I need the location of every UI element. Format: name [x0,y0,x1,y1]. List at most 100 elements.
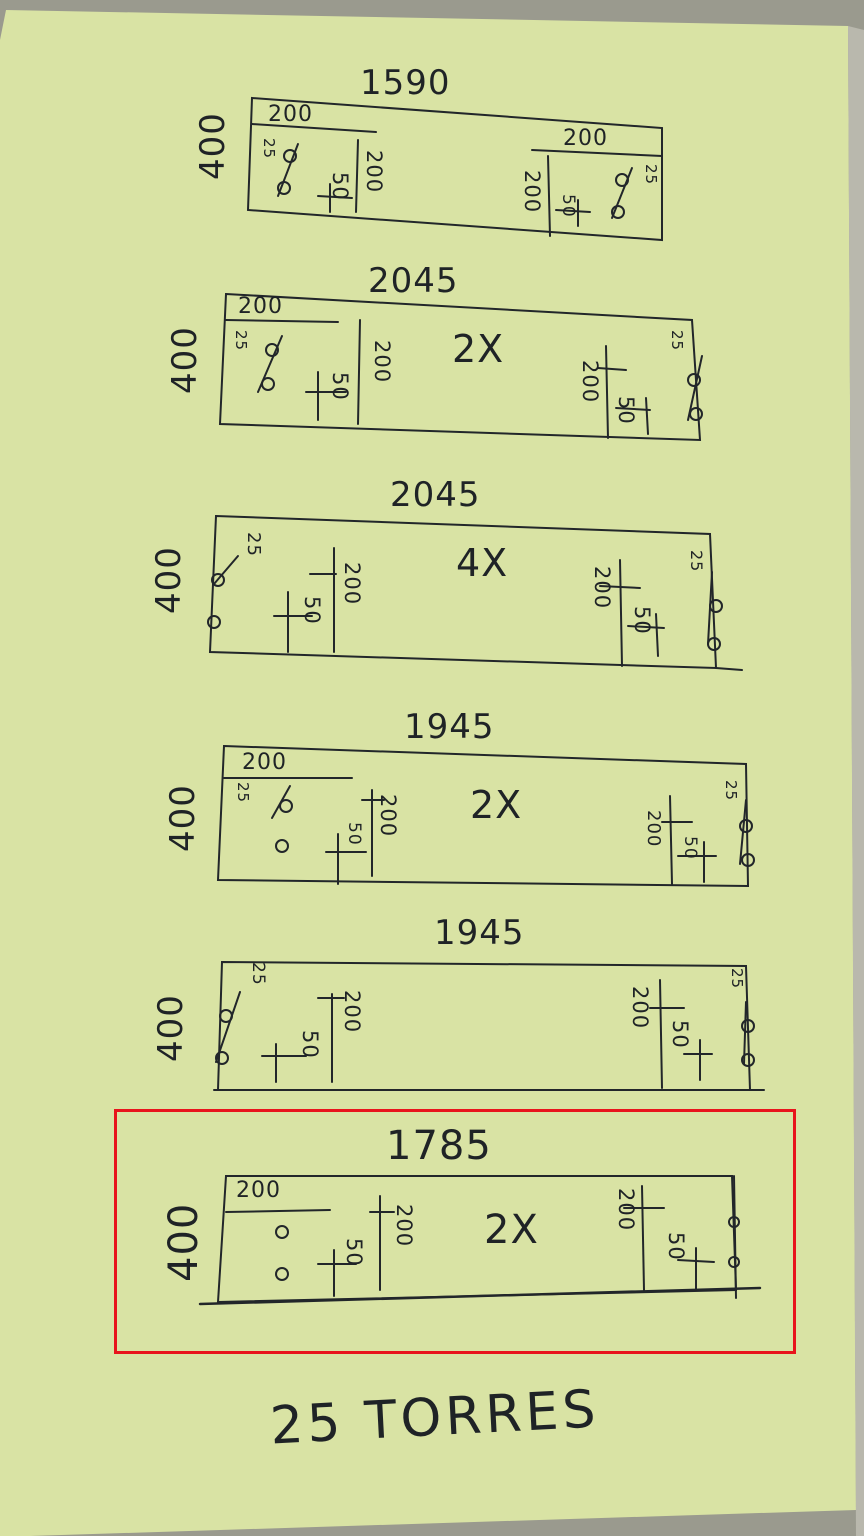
hole-leader [687,355,703,421]
hole-leader [277,143,299,197]
hole-icon [741,1019,755,1033]
right-post-line [641,1185,645,1291]
corner-tick [715,667,743,671]
hole-icon [728,1216,740,1228]
right-inner-label: 50 [630,606,654,635]
left-inner-label: 50 [298,1030,322,1059]
right-offset-label: 25 [722,780,740,802]
right-post-label: 200 [520,170,544,214]
right-inner-label: 50 [614,396,638,425]
height-label: 400 [149,546,189,614]
right-post-line [547,155,551,237]
panel-frame [208,514,718,670]
hole-icon [687,373,701,387]
hole-icon [265,343,279,357]
hole-leader [739,799,747,865]
right-offset-label: 25 [687,550,706,573]
length-label: 2045 [368,261,459,301]
right-post-tick [597,367,627,371]
top-dim-label: 200 [238,294,283,319]
left-post-line [357,319,361,425]
hole-icon [741,1053,755,1067]
right-inner-tick [615,407,651,411]
top-dim-label: 200 [242,750,287,775]
right-offset-label: 25 [668,330,686,352]
top-dim-right-line [531,149,663,157]
hole-leader [213,555,239,585]
length-label: 1785 [386,1123,492,1169]
hole-icon [215,1051,229,1065]
multiplier-label: 4X [456,541,509,585]
left-offset-label: 25 [234,782,252,804]
right-edge-line [733,1175,737,1299]
left-post-label: 200 [370,340,394,384]
length-label: 1945 [404,707,495,747]
top-dim-label: 200 [268,102,313,127]
right-inner-tick [655,613,659,657]
right-inner-label: 50 [558,194,578,218]
hole-icon [728,1256,740,1268]
height-label: 400 [151,994,191,1062]
right-post-line [669,795,673,885]
multiplier-label: 2X [470,783,523,827]
hole-leader [611,167,633,219]
left-inner-label: 50 [300,596,324,625]
panel-frame [246,96,663,242]
hole-icon [207,615,221,629]
hole-icon [279,799,293,813]
left-post-label: 200 [340,562,364,606]
hole-icon [211,573,225,587]
left-offset-label: 25 [232,330,250,352]
hole-leader [215,991,241,1063]
right-offset-label: 25 [728,968,746,990]
right-inner-tick [627,625,665,629]
hole-icon [709,599,723,613]
left-offset-label: 25 [260,138,278,160]
right-inner-tick [645,397,649,435]
hole-icon [275,1225,289,1239]
hole-leader [257,335,283,393]
height-label: 400 [163,784,203,852]
right-post-line [659,979,663,1089]
left-post-line [355,139,359,213]
right-post-label: 200 [578,360,602,404]
left-offset-label: 25 [248,962,268,986]
left-post-label: 200 [340,990,364,1034]
right-post-label: 200 [643,810,664,848]
multiplier-label: 2X [484,1207,539,1253]
length-label: 1590 [360,63,451,103]
height-label: 400 [193,112,233,180]
left-post-label: 200 [362,150,386,194]
right-inner-tick [555,209,591,213]
right-post-line [605,345,609,439]
hole-icon [283,149,297,163]
left-inner-label: 50 [344,822,364,846]
base-line [198,1286,762,1306]
right-offset-label: 25 [642,164,660,186]
top-dim-line [251,123,377,133]
right-inner-label: 50 [668,1020,692,1049]
hole-leader [271,785,291,819]
right-post-line [619,559,623,667]
length-label: 1945 [434,913,525,953]
hole-icon [275,1267,289,1281]
right-post-tick [599,585,641,589]
hole-icon [611,205,625,219]
hole-leader [743,1001,747,1065]
top-dim-line [225,319,339,323]
hole-icon [275,839,289,853]
right-post-label: 200 [628,986,652,1030]
length-label: 2045 [390,475,481,515]
top-dim-label: 200 [236,1178,281,1203]
hole-icon [739,819,753,833]
hole-leader [707,571,713,645]
multiplier-label: 2X [452,327,505,371]
height-label: 400 [165,326,205,394]
right-post-label: 200 [590,566,614,610]
panel-frame [216,744,750,888]
top-dim-right-label: 200 [563,126,608,151]
left-offset-label: 25 [243,532,264,557]
left-inner-label: 50 [328,172,352,201]
